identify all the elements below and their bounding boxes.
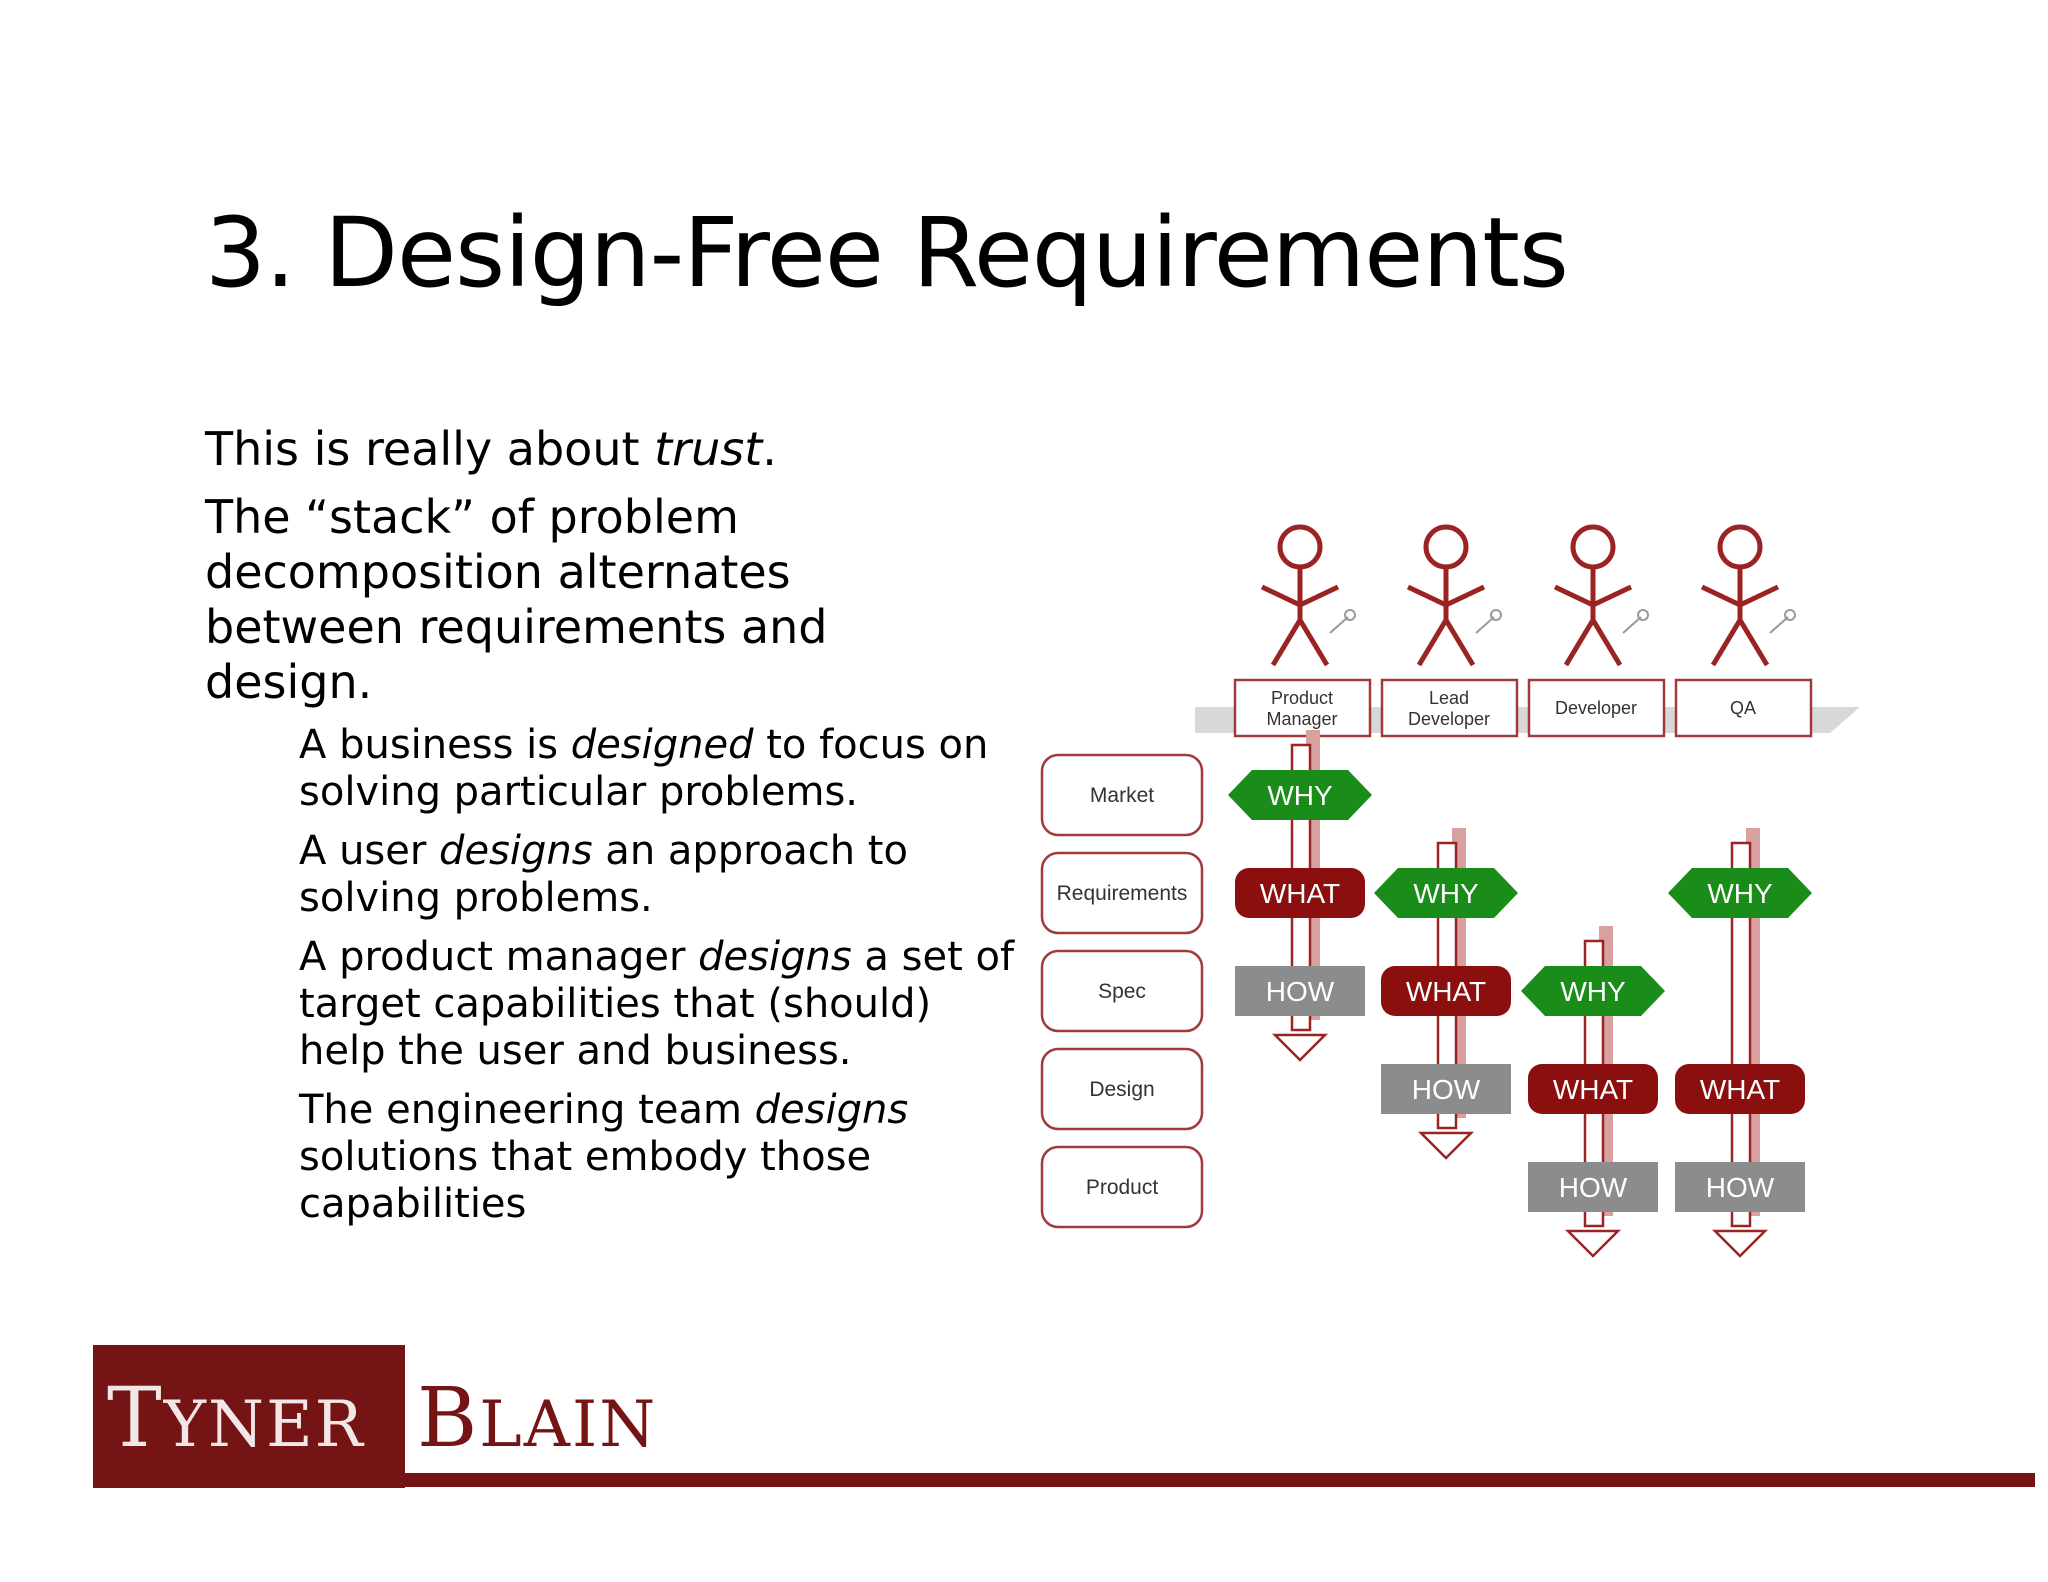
how-box-lead-developer: HOW xyxy=(1381,1064,1511,1114)
why-hexagon-developer: WHY xyxy=(1521,966,1665,1016)
bullet-user: A user designs an approach to solving pr… xyxy=(299,828,908,921)
how-box-qa: HOW xyxy=(1675,1162,1805,1212)
svg-text:HOW: HOW xyxy=(1266,976,1335,1007)
how-box-developer: HOW xyxy=(1528,1162,1658,1212)
level-box-product: Product xyxy=(1040,1145,1204,1229)
bullet-product-manager: A product manager designs a set of targe… xyxy=(299,934,1015,1074)
svg-text:Manager: Manager xyxy=(1266,709,1337,729)
stick-figure-developer xyxy=(1553,524,1649,667)
what-box-developer: WHAT xyxy=(1528,1064,1658,1114)
svg-text:WHY: WHY xyxy=(1413,878,1479,909)
level-box-requirements: Requirements xyxy=(1040,851,1204,935)
svg-text:WHAT: WHAT xyxy=(1700,1074,1780,1105)
svg-text:HOW: HOW xyxy=(1412,1074,1481,1105)
stick-figure-lead-developer xyxy=(1406,524,1502,667)
bullet-business: A business is designed to focus on solvi… xyxy=(299,722,989,815)
bullet-engineering-team: The engineering team designs solutions t… xyxy=(299,1087,909,1227)
svg-text:HOW: HOW xyxy=(1559,1172,1628,1203)
what-box-lead-developer: WHAT xyxy=(1381,966,1511,1016)
svg-text:WHY: WHY xyxy=(1707,878,1773,909)
svg-text:WHAT: WHAT xyxy=(1406,976,1486,1007)
svg-text:Design: Design xyxy=(1089,1078,1154,1101)
logo-underline xyxy=(405,1473,2035,1487)
svg-text:Market: Market xyxy=(1090,784,1154,807)
role-box-product-manager: Product Manager xyxy=(1233,678,1372,738)
how-box-product-manager: HOW xyxy=(1235,966,1365,1016)
svg-text:WHY: WHY xyxy=(1267,780,1333,811)
trust-paragraph: This is really about trust. xyxy=(205,422,777,476)
stick-figure-qa xyxy=(1700,524,1796,667)
sub-bullets: A business is designed to focus on solvi… xyxy=(299,722,1019,1228)
why-hexagon-qa: WHY xyxy=(1668,868,1812,918)
column-qa xyxy=(1711,828,1769,1258)
why-what-how-diagram: Product Manager Lead Developer Developer… xyxy=(1040,524,1860,1258)
svg-text:Developer: Developer xyxy=(1408,709,1490,729)
why-hexagon-product-manager: WHY xyxy=(1228,770,1372,820)
level-box-spec: Spec xyxy=(1040,949,1204,1033)
level-box-market: Market xyxy=(1040,753,1204,837)
svg-text:WHY: WHY xyxy=(1560,976,1626,1007)
svg-text:WHAT: WHAT xyxy=(1553,1074,1633,1105)
role-box-qa: QA xyxy=(1674,678,1813,738)
role-box-lead-developer: Lead Developer xyxy=(1380,678,1519,738)
svg-text:WHAT: WHAT xyxy=(1260,878,1340,909)
logo-tyner-text: TYNER xyxy=(107,1371,365,1466)
svg-text:Product: Product xyxy=(1271,688,1333,708)
slide-body: This is really about trust. The “stack” … xyxy=(205,422,1025,1240)
svg-text:Lead: Lead xyxy=(1429,688,1469,708)
stick-figure-product-manager xyxy=(1260,524,1356,667)
what-box-qa: WHAT xyxy=(1675,1064,1805,1114)
svg-text:QA: QA xyxy=(1730,698,1756,718)
svg-text:HOW: HOW xyxy=(1706,1172,1775,1203)
logo-dark-block xyxy=(93,1345,405,1488)
logo-blain-text: BLAIN xyxy=(417,1371,658,1466)
slide-title: 3. Design-Free Requirements xyxy=(205,197,1569,309)
level-box-design: Design xyxy=(1040,1047,1204,1131)
svg-text:Requirements: Requirements xyxy=(1057,882,1188,905)
why-hexagon-lead-developer: WHY xyxy=(1374,868,1518,918)
svg-text:Spec: Spec xyxy=(1098,980,1146,1003)
what-box-product-manager: WHAT xyxy=(1235,868,1365,918)
svg-text:Product: Product xyxy=(1086,1176,1159,1199)
role-box-developer: Developer xyxy=(1527,678,1666,738)
svg-text:Developer: Developer xyxy=(1555,698,1637,718)
stack-paragraph: The “stack” of problem decomposition alt… xyxy=(205,490,828,709)
